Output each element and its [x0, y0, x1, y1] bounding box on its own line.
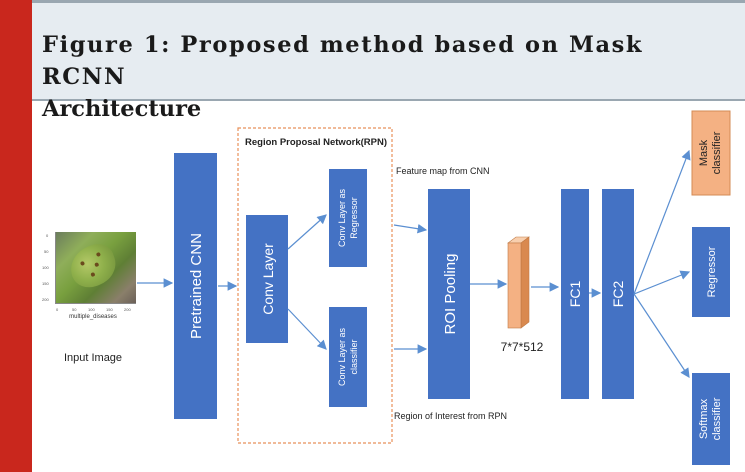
arrow-fc2-to-softmax: [633, 293, 690, 379]
svg-text:100: 100: [42, 265, 49, 270]
input-image-label: Input Image: [64, 352, 122, 364]
tensor-label: 7*7*512: [501, 340, 544, 354]
svg-text:0: 0: [46, 233, 49, 238]
thumbnail-axes: 0 50 100 150 200 0 50 100 150 200: [42, 233, 131, 312]
fc2-label: FC2: [610, 281, 626, 308]
regressor-block: [692, 227, 730, 317]
thumbnail-caption: multiple_diseases: [69, 314, 117, 320]
svg-text:50: 50: [72, 307, 77, 312]
architecture-diagram: 0 50 100 150 200 0 50 100 150 200 multip…: [32, 103, 745, 472]
svg-text:0: 0: [56, 307, 59, 312]
svg-text:200: 200: [124, 307, 131, 312]
pretrained-cnn-block: [174, 153, 217, 419]
conv-regressor-block: [329, 169, 367, 267]
softmax-classifier-label-1: Softmax: [698, 398, 710, 439]
figure-caption: Figure 1: Proposed method based on Mask …: [42, 29, 732, 125]
arrow-fc2-to-mask: [633, 149, 691, 295]
svg-text:100: 100: [88, 307, 95, 312]
svg-text:50: 50: [44, 249, 49, 254]
softmax-classifier-label-2: classifier: [711, 397, 723, 440]
conv-classifier-label-1: Conv Layer as: [337, 327, 347, 386]
conv-regressor-label-2: Regressor: [349, 197, 359, 239]
svg-text:200: 200: [42, 297, 49, 302]
left-accent-bar: [0, 0, 32, 472]
conv-classifier-label-2: classifier: [349, 339, 359, 374]
fc1-block: [561, 189, 589, 399]
roi-label: Region of Interest from RPN: [394, 411, 507, 421]
roi-pooling-block: [428, 189, 470, 399]
svg-text:150: 150: [42, 281, 49, 286]
regressor-label: Regressor: [706, 246, 718, 297]
input-image-thumbnail: [55, 232, 136, 304]
conv-layer-block: [246, 215, 288, 343]
caption-line-1: Figure 1: Proposed method based on Mask …: [42, 32, 644, 90]
caption-box: Figure 1: Proposed method based on Mask …: [32, 3, 745, 122]
softmax-classifier-block: [692, 373, 730, 465]
feature-tensor: [507, 236, 530, 329]
conv-layer-label: Conv Layer: [260, 243, 276, 315]
top-rule: [32, 0, 745, 3]
roi-pooling-label: ROI Pooling: [442, 254, 459, 335]
arrow-conv-to-regressor: [287, 214, 327, 250]
svg-text:150: 150: [106, 307, 113, 312]
fc2-block: [602, 189, 634, 399]
pretrained-cnn-label: Pretrained CNN: [188, 233, 205, 339]
mask-classifier-block: [691, 110, 731, 196]
caption-line-2: Architecture: [42, 96, 202, 122]
arrow-feature-to-roi: [393, 223, 428, 234]
arrow-fc2-to-regressor: [633, 270, 691, 295]
conv-classifier-block: [329, 307, 367, 407]
conv-regressor-label-1: Conv Layer as: [337, 188, 347, 247]
fc1-label: FC1: [567, 281, 583, 308]
feature-map-label: Feature map from CNN: [396, 166, 490, 176]
rpn-title: Region Proposal Network(RPN): [245, 137, 387, 148]
arrow-conv-to-classifier: [287, 308, 327, 350]
mask-classifier-label-1: Mask: [698, 139, 710, 166]
mask-classifier-label-2: classifier: [711, 131, 723, 174]
rpn-box: [237, 127, 393, 444]
